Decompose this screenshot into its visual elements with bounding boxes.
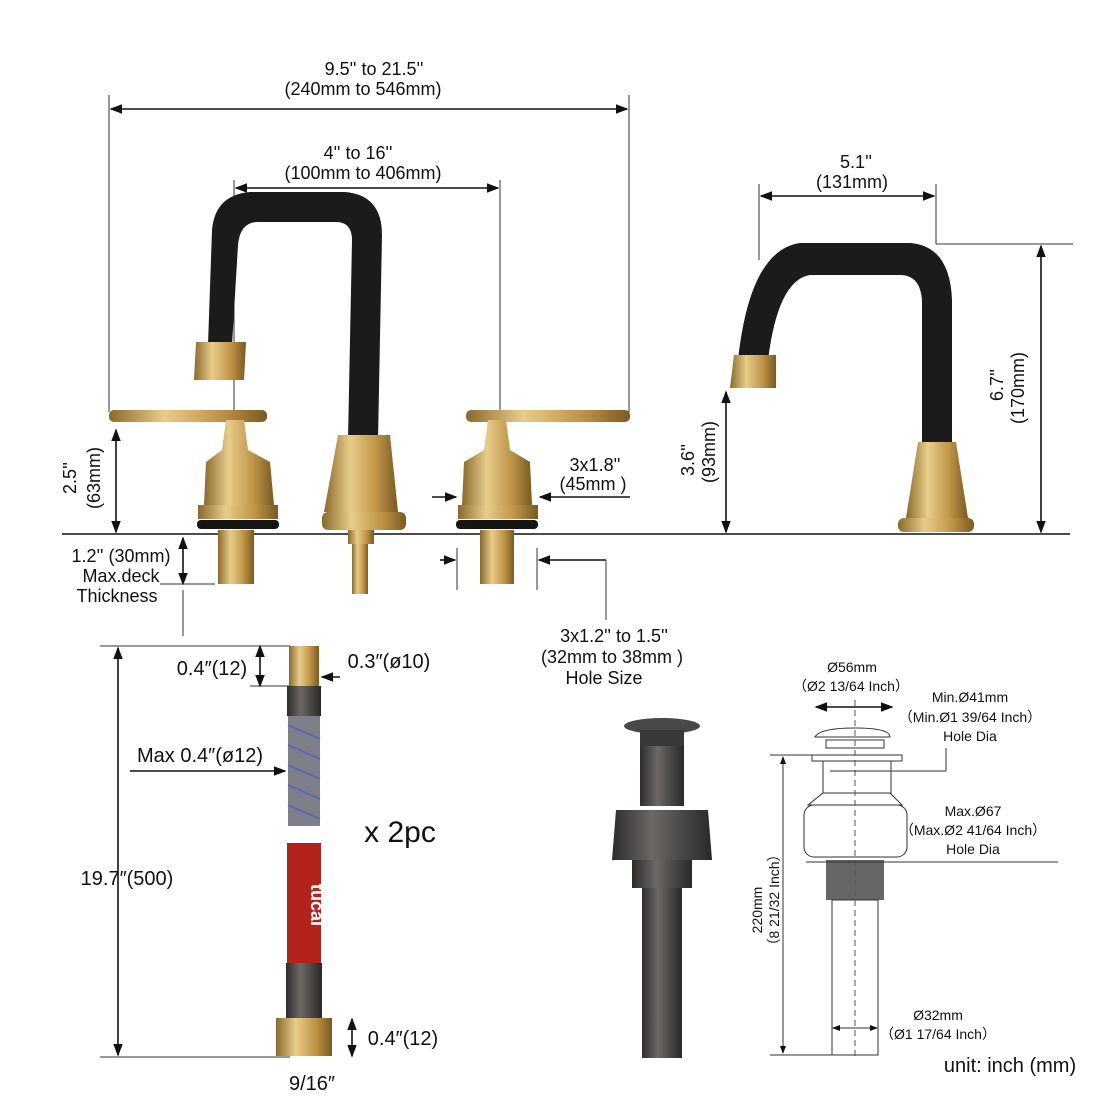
hose-bottom-length: 0.4″(12) — [368, 1028, 438, 1050]
overall-width-mm: (240mm to 546mm) — [284, 79, 441, 99]
base-dia-mm: (45mm ) — [560, 474, 627, 494]
hose-drawing: tucai — [276, 646, 332, 1056]
deck-thickness-line3: Thickness — [76, 586, 157, 606]
drain-technical-drawing — [803, 700, 908, 1058]
drain-photo — [612, 718, 712, 1058]
overall-width-inch: 9.5'' to 21.5'' — [325, 59, 424, 79]
overall-width-dimension: 9.5'' to 21.5'' (240mm to 546mm) — [108, 59, 630, 412]
center-width-mm: (100mm to 406mm) — [284, 163, 441, 183]
hose-quantity: x 2pc — [364, 816, 436, 849]
drain-min-hole-label: Hole Dia — [943, 728, 997, 744]
hole-size-line3: Hole Size — [565, 668, 642, 688]
reach-inch: 5.1'' — [840, 152, 872, 172]
hose-max-dia: Max 0.4″(ø12) — [137, 745, 263, 767]
drain-length-inch: （8 21/32 Inch） — [766, 847, 782, 952]
faucet-front-view — [109, 192, 630, 594]
drain-max-hole-mm: Max.Ø67 — [945, 803, 1002, 819]
drain-cap-dia-mm: Ø56mm — [827, 659, 877, 675]
spout-height-mm: (93mm) — [699, 421, 719, 483]
hose-brand: tucai — [307, 884, 327, 926]
unit-note: unit: inch (mm) — [944, 1055, 1076, 1077]
deck-thickness-line1: 1.2'' (30mm) — [72, 546, 171, 566]
handle-height-mm: (63mm) — [84, 447, 104, 509]
total-height-mm: (170mm) — [1008, 352, 1028, 424]
drain-max-hole-label: Hole Dia — [946, 841, 1000, 857]
hose-top-dia: 0.3″(ø10) — [348, 651, 431, 673]
drain-max-hole-inch: （Max.Ø2 41/64 Inch） — [900, 822, 1046, 838]
reach-mm: (131mm) — [816, 172, 888, 192]
drain-cap-dia-inch: （Ø2 13/64 Inch） — [793, 678, 909, 694]
hose-top-length: 0.4″(12) — [177, 658, 247, 680]
drain-pipe-dia-inch: （Ø1 17/64 Inch） — [880, 1026, 996, 1042]
base-dia-inch: 3x1.8'' — [570, 455, 621, 475]
total-height-inch: 6.7'' — [987, 369, 1007, 401]
hole-size-line2: (32mm to 38mm ) — [541, 647, 683, 667]
drain-min-hole-mm: Min.Ø41mm — [932, 689, 1008, 705]
drain-pipe-dia-mm: Ø32mm — [913, 1007, 963, 1023]
handle-height-inch: 2.5'' — [60, 462, 80, 494]
center-width-dimension: 4'' to 16'' (100mm to 406mm) — [233, 143, 501, 410]
deck-thickness-line2: Max.deck — [82, 566, 160, 586]
spout-height-inch: 3.6'' — [678, 444, 698, 476]
hose-nut-size: 9/16″ — [289, 1073, 335, 1095]
hose-length: 19.7″(500) — [81, 868, 174, 890]
drain-min-hole-inch: （Min.Ø1 39/64 Inch） — [899, 709, 1041, 725]
drain-length-mm: 220mm — [749, 887, 765, 934]
faucet-side-view — [730, 243, 974, 532]
center-width-inch: 4'' to 16'' — [324, 143, 393, 163]
hole-size-line1: 3x1.2'' to 1.5'' — [560, 626, 668, 646]
